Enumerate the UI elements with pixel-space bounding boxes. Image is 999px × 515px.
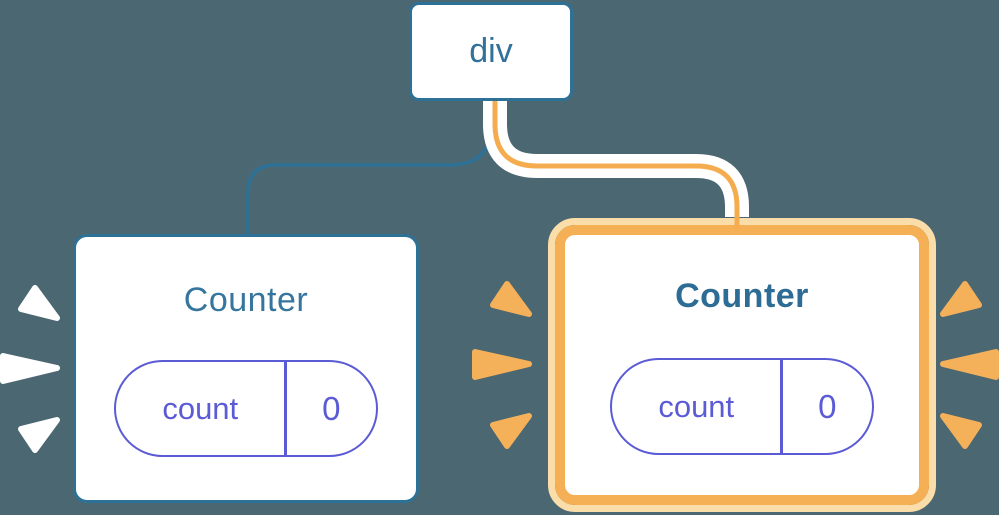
- state-key-label: count: [162, 390, 239, 426]
- state-key-label: count: [658, 388, 735, 424]
- left-counter-burst-icon: [0, 285, 60, 453]
- left-counter-title: Counter: [183, 281, 309, 319]
- right-counter-card: Counter count 0: [565, 235, 919, 495]
- node-div-label: div: [469, 32, 513, 70]
- state-pill-divider: [780, 360, 783, 453]
- state-value: 0: [322, 389, 341, 427]
- right-counter-burst-right-icon: [940, 281, 999, 449]
- left-counter-card: Counter count 0: [73, 234, 419, 503]
- right-counter-state-pill: count 0: [610, 358, 874, 455]
- right-counter-burst-left-icon: [472, 281, 532, 449]
- edge-div-to-right-counter: [492, 101, 740, 229]
- state-pill-divider: [284, 362, 287, 455]
- left-counter-state-pill: count 0: [114, 360, 378, 457]
- right-counter-card-highlight-border: Counter count 0: [555, 225, 929, 505]
- state-value: 0: [818, 387, 837, 425]
- edge-div-to-right-counter-casing: [483, 101, 749, 217]
- right-counter-title: Counter: [675, 277, 809, 315]
- right-counter-card-highlight-ring: Counter count 0: [548, 218, 936, 512]
- node-div: div: [409, 2, 573, 101]
- edge-div-to-left-counter: [246, 96, 494, 240]
